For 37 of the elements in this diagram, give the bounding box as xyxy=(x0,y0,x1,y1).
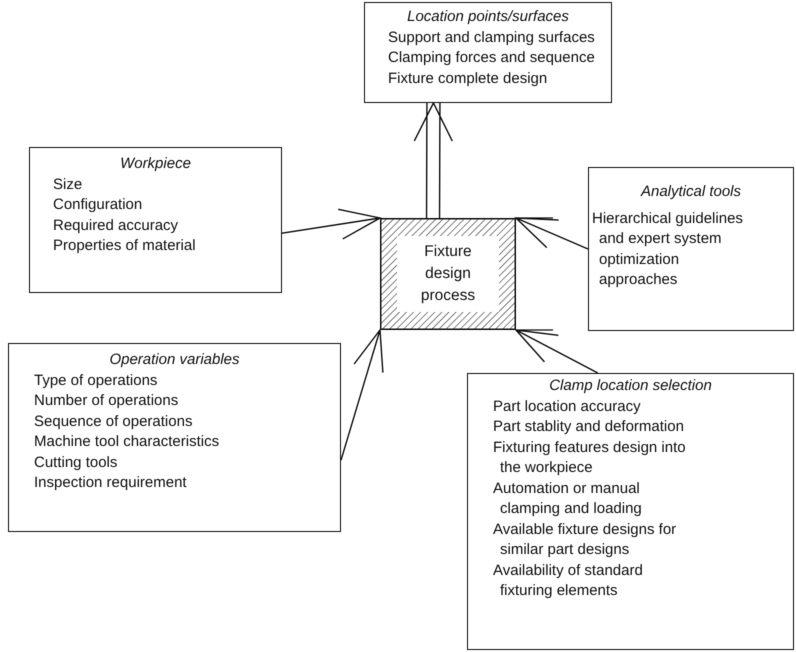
info-box xyxy=(467,373,794,650)
box-heading: Location points/surfaces xyxy=(406,7,570,27)
arrow xyxy=(281,208,382,240)
info-box xyxy=(29,147,282,293)
list-item: Machine tool characteristics xyxy=(33,432,220,452)
list-item: Size xyxy=(52,174,84,194)
list-item: Fixture complete design xyxy=(387,68,548,88)
hatched-process-box xyxy=(380,218,516,330)
list-item: Properties of material xyxy=(52,236,197,256)
list-item: Sequence of operations xyxy=(33,412,194,432)
process-label: Fixture design process xyxy=(420,242,476,306)
list-item: Part location accuracy xyxy=(492,396,642,416)
info-box xyxy=(8,343,341,532)
box-heading: Analytical tools xyxy=(639,182,742,202)
list-item: Part stablity and deformation xyxy=(492,417,685,437)
arrow xyxy=(340,328,384,461)
arrow xyxy=(514,217,589,250)
list-item: Hierarchical guidelines and expert system optimization approaches xyxy=(591,208,744,290)
list-item: Fixturing features design into the workpiece xyxy=(492,438,687,478)
list-item: Support and clamping surfaces xyxy=(387,28,596,48)
box-heading: Workpiece xyxy=(119,154,192,174)
box-heading: Clamp location selection xyxy=(548,376,713,396)
list-item: Configuration xyxy=(52,195,144,215)
list-item: Inspection requirement xyxy=(33,473,188,493)
list-item: Automation or manual clamping and loading xyxy=(492,478,643,519)
list-item: Required accuracy xyxy=(52,216,180,236)
list-item: Clamping forces and sequence xyxy=(387,48,596,68)
list-item: Number of operations xyxy=(33,391,180,411)
info-box xyxy=(364,2,612,103)
list-item: Type of operations xyxy=(33,370,158,390)
box-heading: Operation variables xyxy=(108,350,241,370)
list-item: Availability of standard fixturing elements xyxy=(492,560,644,601)
double-line-arrow xyxy=(414,101,453,219)
list-item: Cutting tools xyxy=(33,452,118,472)
info-box xyxy=(588,167,794,331)
list-item: Available fixture designs for similar part designs xyxy=(492,520,678,560)
arrow xyxy=(514,329,598,374)
